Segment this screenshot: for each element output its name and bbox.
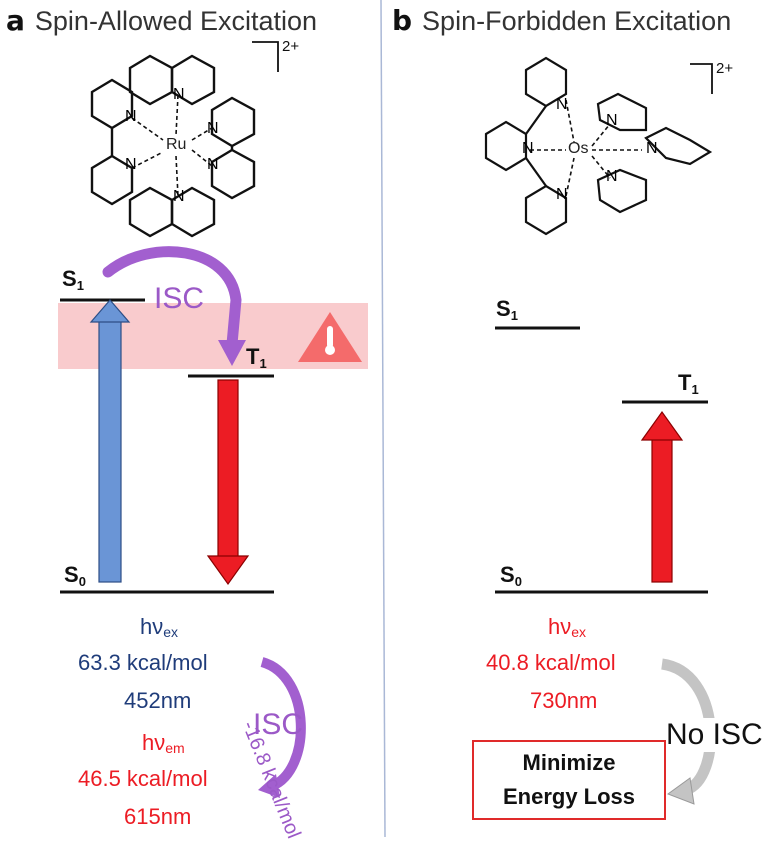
ru-n-left-top: N [125,108,137,125]
t1-label-b: T1 [678,370,699,397]
excitation-arrow-red [640,410,684,583]
panel-b-letter: b [392,4,413,37]
hv-ex-label-a: hνex [140,614,179,640]
box-line-1: Minimize [522,750,616,775]
ex-wavelength-b: 730nm [530,688,598,713]
s0-label-a: S0 [64,562,86,589]
box-line-2: Energy Loss [502,784,636,809]
os-n-right: N [646,140,658,157]
charge-bracket-a [252,41,279,72]
panel-a-letter: a [6,4,25,37]
panel-b-title-text: Spin-Forbidden Excitation [422,6,732,36]
isc-label-bottom: ISC [253,708,304,741]
emission-arrow-red [206,379,250,586]
os-n-top: N [556,96,568,113]
ru-n-right-top: N [207,120,219,137]
em-wavelength-a: 615nm [124,804,192,829]
ru-n-bottom: N [173,188,185,205]
os-n-bottom: N [556,186,568,203]
isc-label-top: ISC [154,282,205,315]
charge-a: 2+ [282,38,300,55]
ex-wavelength-a: 452nm [124,688,192,713]
isc-arrowhead-top [218,340,246,366]
s0-label-b: S0 [500,562,522,589]
ru-n-right-bottom: N [207,156,219,173]
os-n-left: N [522,140,534,157]
no-isc-label: No ISC [666,718,763,752]
charge-bracket-b [690,63,713,94]
ru-bonds [131,94,213,197]
minimize-energy-loss-box: Minimize Energy Loss [472,740,666,820]
ex-energy-b: 40.8 kcal/mol [486,650,616,675]
hv-em-label-a: hνem [142,730,185,756]
isc-curve-arrow-top [102,246,242,350]
gray-arrowhead [666,777,695,805]
os-n-right-top: N [606,112,618,129]
excitation-arrow-blue [89,299,131,583]
panel-a-title-text: Spin-Allowed Excitation [34,6,318,36]
ru-n-top: N [173,86,185,103]
s1-label-a: S1 [62,266,84,293]
t1-label-a: T1 [246,344,267,371]
ru-metal-label: Ru [166,136,187,153]
s1-label-b: S1 [496,296,518,323]
os-bonds [530,99,642,197]
ru-n-left-bottom: N [125,156,137,173]
hv-ex-label-b: hνex [548,614,587,640]
ru-complex-structure [90,54,256,238]
panel-b-title: b Spin-Forbidden Excitation [392,4,731,37]
panel-a-title: a Spin-Allowed Excitation [6,4,317,37]
em-energy-a: 46.5 kcal/mol [78,766,208,791]
ex-energy-a: 63.3 kcal/mol [78,650,208,675]
os-n-right-bottom: N [606,168,618,185]
isc-arrowhead-bottom [258,774,280,798]
os-metal-label: Os [568,140,589,157]
warning-thermometer-icon [298,312,362,362]
charge-b: 2+ [716,60,734,77]
isc-curve-arrow-bottom [260,657,306,791]
os-complex-structure [484,56,713,236]
panel-divider [380,0,386,837]
